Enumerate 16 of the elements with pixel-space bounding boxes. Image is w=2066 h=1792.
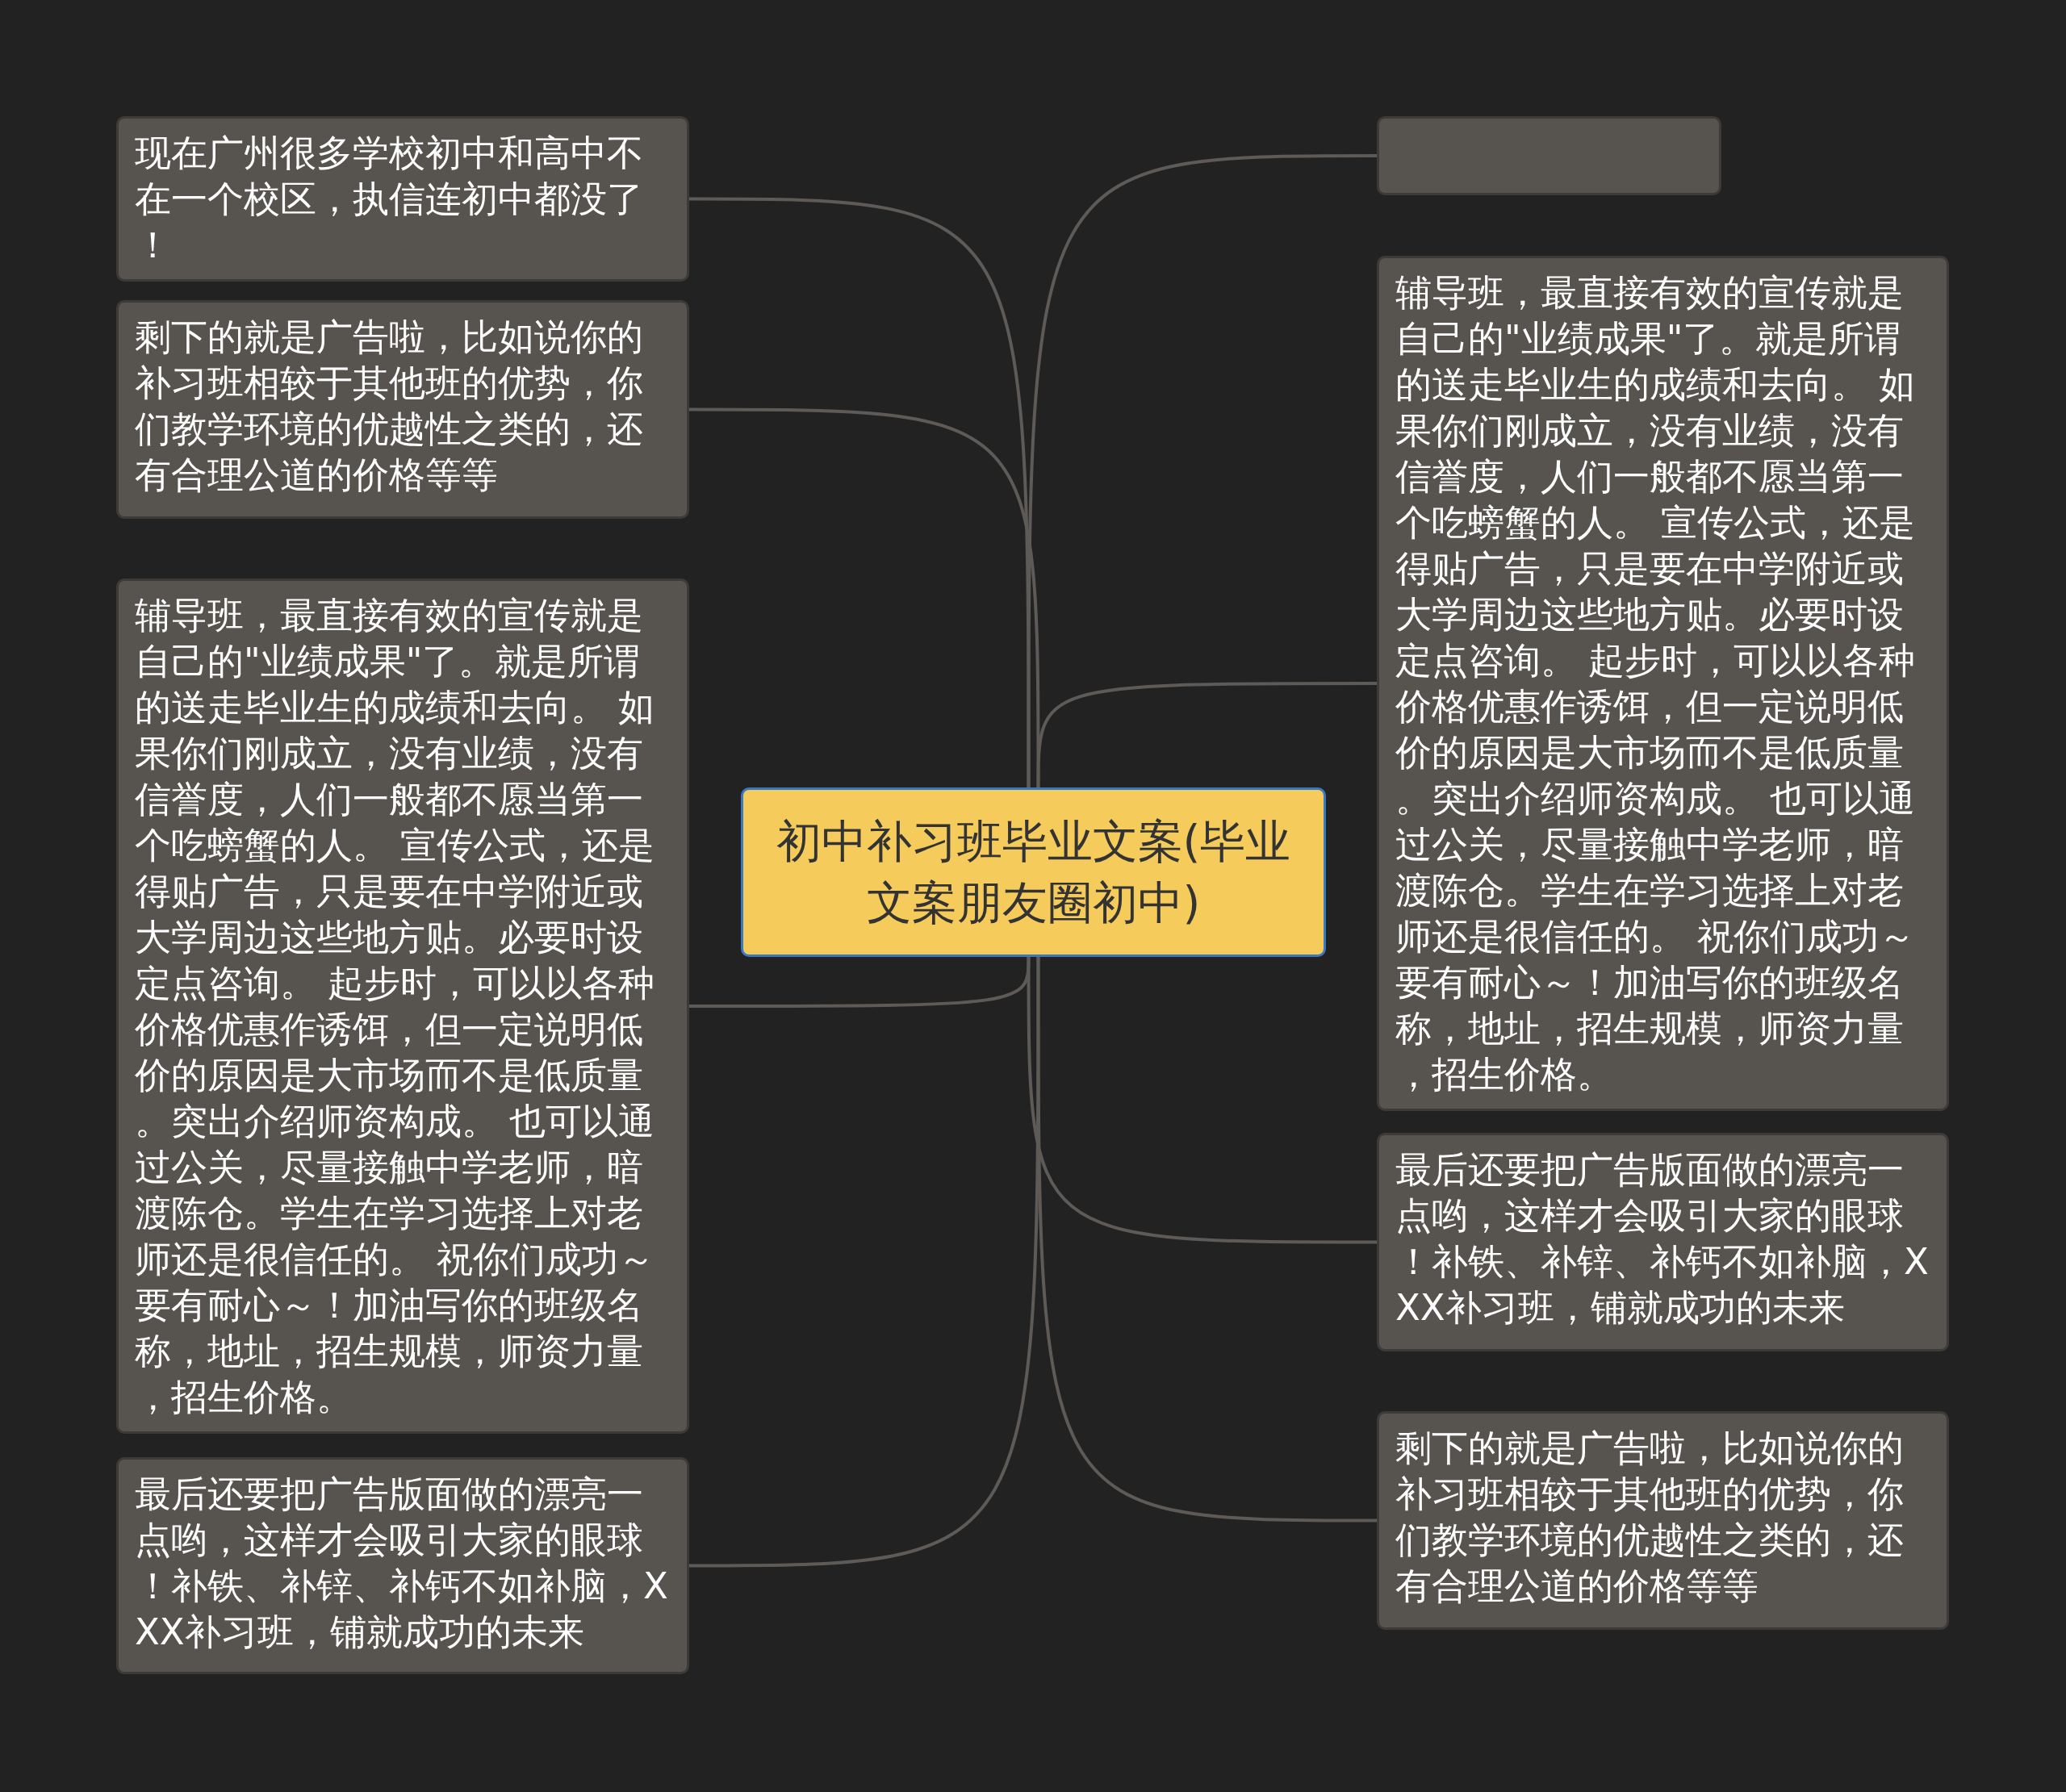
connector-line bbox=[1036, 957, 1377, 1523]
text-box: 现在广州很多学校初中和高中不在一个校区，执信连初中都没了！ bbox=[116, 116, 689, 282]
text-box: 剩下的就是广告啦，比如说你的补习班相较于其他班的优势，你们教学环境的优越性之类的，还有合理公道的价格等等 bbox=[1377, 1411, 1949, 1630]
connector-line bbox=[689, 197, 1031, 787]
connector-line bbox=[689, 957, 1040, 1568]
topic-box: 初中补习班毕业文案(毕业文案朋友圈初中) bbox=[741, 787, 1326, 957]
text-box: 辅导班，最直接有效的宣传就是自己的"业绩成果"了。就是所谓的送走毕业生的成绩和去向。 如果你们刚成立，没有业绩，没有信誉度，人们一般都不愿当第一个吃螃蟹的人。 宣传公式，还是得贴广告，只是要在中学附近或大学周边这些地方贴。必要时设定点咨询。 起步时，可以以各种价格优惠作诱饵，但一定说明低价的原因是大市场而不是低质量。突出介绍师资构成。 也可以通过公关，尽量接触中学老师，暗渡陈仓。学生在学习选择上对老师还是很信任的。 祝你们成功～要有耐心～！加油写你的班级名称，地址，招生规模，师资力量，招生价格。 bbox=[116, 579, 689, 1434]
text-box: 剩下的就是广告啦，比如说你的补习班相较于其他班的优势，你们教学环境的优越性之类的，还有合理公道的价格等等 bbox=[116, 300, 689, 519]
connector-line bbox=[1027, 957, 1377, 1244]
text-box: 最后还要把广告版面做的漂亮一点哟，这样才会吸引大家的眼球！补铁、补锌、补钙不如补脑，XXX补习班，铺就成功的未来 bbox=[1377, 1133, 1949, 1351]
empty-box bbox=[1377, 116, 1721, 195]
text-box: 辅导班，最直接有效的宣传就是自己的"业绩成果"了。就是所谓的送走毕业生的成绩和去向。 如果你们刚成立，没有业绩，没有信誉度，人们一般都不愿当第一个吃螃蟹的人。 宣传公式，还是得贴广告，只是要在中学附近或大学周边这些地方贴。必要时设定点咨询。 起步时，可以以各种价格优惠作诱饵，但一定说明低价的原因是大市场而不是低质量。突出介绍师资构成。 也可以通过公关，尽量接触中学老师，暗渡陈仓。学生在学习选择上对老师还是很信任的。 祝你们成功～要有耐心～！加油写你的班级名称，地址，招生规模，师资力量，招生价格。 bbox=[1377, 256, 1949, 1111]
connector-line bbox=[689, 407, 1040, 787]
connector-line bbox=[1036, 682, 1377, 787]
text-box: 最后还要把广告版面做的漂亮一点哟，这样才会吸引大家的眼球！补铁、补锌、补钙不如补脑，XXX补习班，铺就成功的未来 bbox=[116, 1457, 689, 1674]
connector-line bbox=[1027, 154, 1377, 787]
